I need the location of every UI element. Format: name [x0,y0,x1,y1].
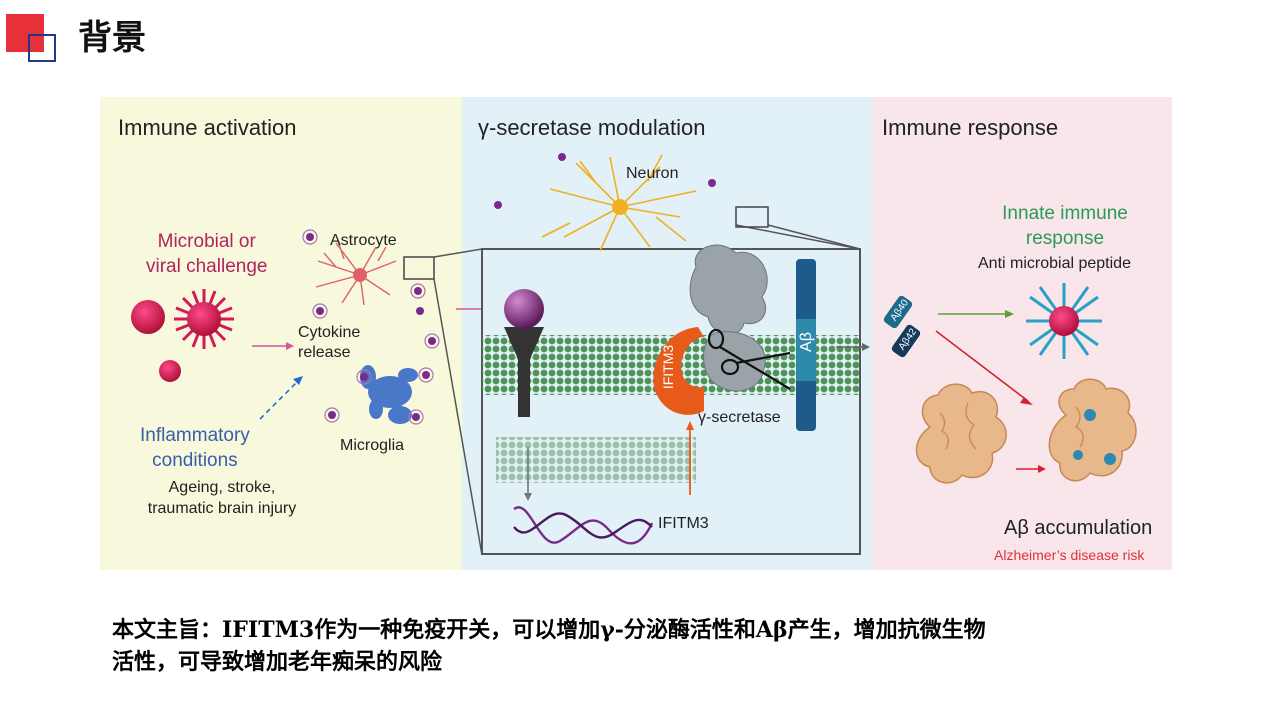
virus-particle [159,360,181,382]
abeta-accumulation-label: Aβ accumulation [1004,517,1153,539]
conditions-causes-label: Ageing, stroke, traumatic brain injury [147,479,297,517]
spiky-virus [174,289,234,349]
caption-line-1: 本文主旨：IFITM3作为一种免疫开关，可以增加γ-分泌酶活性和Aβ产生，增加抗… [112,617,986,643]
microglia-label: Microglia [340,437,405,454]
title-accent-outline [28,34,56,62]
slide-title: 背景 [78,18,146,58]
ifitm3-protein-label: IFITM3 [660,344,677,390]
microglia-cell [360,365,418,424]
microbial-challenge-label: Microbial or viral challenge [146,231,268,277]
caption-line-2: 活性，可导致增加老年痴呆的风险 [112,649,443,675]
cytokine-particles [306,233,436,421]
ifitm3-gene-dna [513,506,654,545]
title-accent-square [6,14,44,52]
panel-immune-response [872,97,1172,570]
gamma-secretase-label: γ-secretase [698,409,781,426]
astrocyte-label: Astrocyte [330,232,397,249]
cytokine-release-label: Cytokine release [298,324,361,361]
abeta42-peptide [891,324,921,358]
neuron-cell [541,154,697,252]
cytokine-receptor [504,289,544,417]
ifitm3-protein [653,327,704,415]
brain-ad [1048,378,1137,482]
inflammatory-conditions-label: Inflammatory conditions [140,425,250,471]
mechanism-figure: Immune activation γ-secretase modulation… [100,97,1172,570]
panel-immune-activation [100,97,462,570]
innate-immune-label: Innate immune response [1002,203,1128,249]
antimicrobial-peptide-label: Anti microbial peptide [978,255,1131,272]
abeta40-peptide [883,295,913,329]
panel-title-immune-activation: Immune activation [118,115,297,140]
figure-graphics [131,153,1137,556]
neuron-label: Neuron [626,165,679,182]
panel-title-immune-response: Immune response [882,115,1059,140]
panel-title-secretase-modulation: γ-secretase modulation [478,115,706,140]
scissors-icon [707,328,791,390]
inner-membrane [496,437,696,483]
astrocyte-cell [315,240,397,306]
virus-particle [131,300,165,334]
slide-caption: 本文主旨：IFITM3作为一种免疫开关，可以增加γ-分泌酶活性和Aβ产生，增加抗… [112,614,1162,678]
ad-risk-label: Alzheimer’s disease risk [994,547,1145,563]
ifitm3-gene-label: IFITM3 [658,515,709,532]
brain-healthy [915,383,1007,484]
abeta-bar-label: Aβ [797,332,815,352]
